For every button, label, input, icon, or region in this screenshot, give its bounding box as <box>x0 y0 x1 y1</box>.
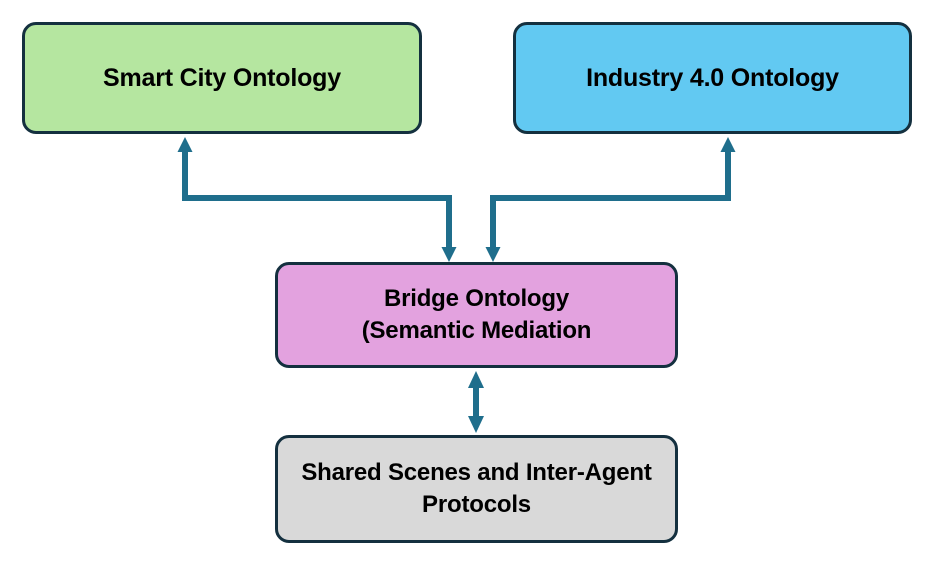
node-industry-40-ontology-label: Industry 4.0 Ontology <box>586 63 839 92</box>
node-bridge-ontology[interactable]: Bridge Ontology (Semantic Mediation <box>275 262 678 368</box>
node-shared-scenes-protocols[interactable]: Shared Scenes and Inter-Agent Protocols <box>275 435 678 543</box>
node-shared-scenes-protocols-label: Shared Scenes and Inter-Agent Protocols <box>301 459 652 518</box>
node-smart-city-ontology[interactable]: Smart City Ontology <box>22 22 422 134</box>
node-smart-city-ontology-label: Smart City Ontology <box>103 63 341 92</box>
edge-bridge-to-shared <box>468 371 484 433</box>
edge-bridge-to-industry <box>485 137 736 262</box>
edge-bridge-to-smart-city <box>177 137 457 262</box>
node-bridge-ontology-label: Bridge Ontology (Semantic Mediation <box>361 285 592 344</box>
node-industry-40-ontology[interactable]: Industry 4.0 Ontology <box>513 22 912 134</box>
